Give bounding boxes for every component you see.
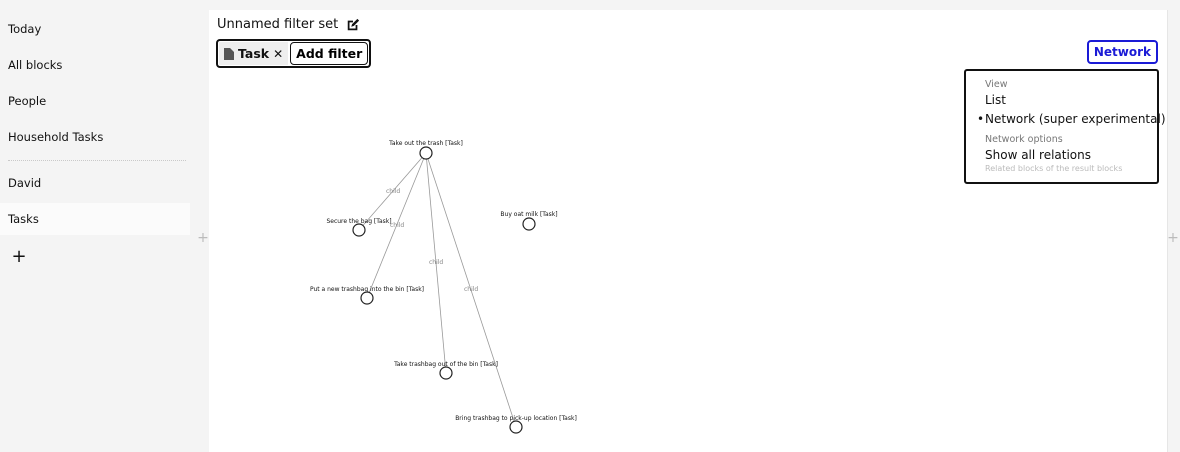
edge-label: child (429, 259, 443, 266)
filter-chip-label: Task (238, 46, 270, 61)
add-page-button[interactable]: + (11, 246, 27, 267)
graph-edge (425, 152, 517, 428)
sidebar: Today All blocks People Household Tasks … (0, 0, 190, 452)
graph-edge (358, 152, 427, 231)
node-label: Secure the bag [Task] (326, 218, 391, 225)
view-section-label: View (985, 79, 1008, 90)
edge-label: child (390, 222, 404, 229)
graph-node[interactable] (439, 366, 453, 380)
graph-node[interactable] (509, 420, 523, 434)
show-all-relations-description: Related blocks of the result blocks (985, 164, 1123, 173)
sidebar-item-people[interactable]: People (8, 94, 47, 108)
filter-chip-task[interactable]: Task ✕ (219, 42, 289, 65)
sidebar-item-today[interactable]: Today (8, 22, 42, 36)
sidebar-item-tasks[interactable]: Tasks (0, 203, 190, 235)
right-resize-handle-plus-icon[interactable]: + (1167, 230, 1179, 246)
edge-label: child (464, 286, 478, 293)
graph-node[interactable] (352, 223, 366, 237)
panel-right-edge (1167, 10, 1168, 452)
filter-set-title: Unnamed filter set (217, 17, 339, 32)
edit-icon[interactable] (346, 18, 360, 32)
sidebar-item-david[interactable]: David (8, 176, 42, 190)
node-label: Bring trashbag to pick-up location [Task… (455, 415, 577, 422)
node-label: Buy oat milk [Task] (500, 211, 557, 218)
filter-set-header: Unnamed filter set (217, 17, 360, 32)
graph-edge (366, 152, 427, 299)
document-icon (224, 47, 234, 60)
filter-bar: Task ✕ Add filter (216, 39, 372, 68)
view-menu: View List • Network (super experimental)… (964, 69, 1166, 184)
edge-label: child (386, 188, 400, 195)
graph-node[interactable] (360, 291, 374, 305)
show-all-relations-option[interactable]: Show all relations (985, 148, 1092, 162)
sidebar-divider (8, 160, 186, 161)
node-label: Take trashbag out of the bin [Task] (393, 361, 498, 368)
filter-panel: child child child child Take out the tra… (209, 10, 1167, 452)
add-filter-button[interactable]: Add filter (290, 42, 369, 65)
graph-node[interactable] (419, 146, 433, 160)
graph-edge (425, 152, 447, 374)
left-resize-handle-plus-icon[interactable]: + (197, 230, 209, 246)
node-label: Put a new trashbag into the bin [Task] (310, 286, 424, 293)
network-options-label: Network options (985, 134, 1063, 145)
selected-bullet-icon: • (977, 112, 985, 126)
remove-filter-icon[interactable]: ✕ (273, 46, 284, 61)
graph-node[interactable] (522, 217, 536, 231)
sidebar-item-all-blocks[interactable]: All blocks (8, 58, 63, 72)
sidebar-item-household-tasks[interactable]: Household Tasks (8, 130, 104, 144)
view-option-list[interactable]: List (985, 93, 1006, 107)
node-label: Take out the trash [Task] (388, 140, 463, 147)
view-option-network[interactable]: Network (super experimental) (985, 112, 1166, 126)
view-mode-button[interactable]: Network (1086, 40, 1158, 64)
network-graph: child child child child Take out the tra… (310, 140, 577, 434)
